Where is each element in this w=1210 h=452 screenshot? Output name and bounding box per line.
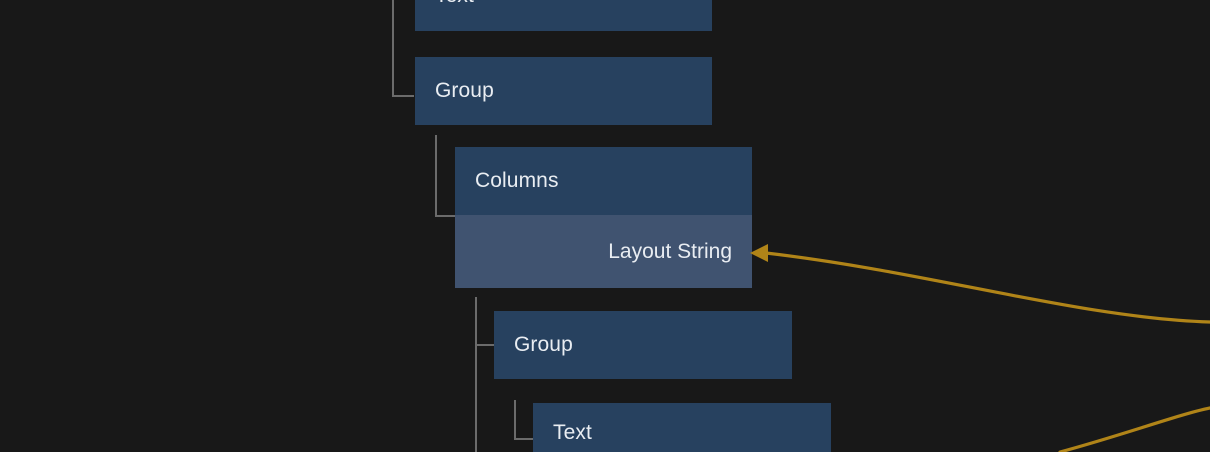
link-curve-layout-string <box>764 251 1210 324</box>
node-text-top[interactable]: Text <box>415 0 712 31</box>
node-group-outer[interactable]: Group <box>415 57 712 125</box>
connector-horizontal-segment <box>514 438 533 440</box>
connector-vertical-segment <box>392 0 394 97</box>
node-title: Text <box>553 421 592 444</box>
node-text-bottom[interactable]: Text <box>533 403 831 452</box>
node-group-inner[interactable]: Group <box>494 311 792 379</box>
connector-horizontal-segment <box>392 95 414 97</box>
link-curve-lower <box>1058 406 1210 452</box>
connector-vertical-segment <box>475 297 477 452</box>
socket-layout-string[interactable]: Layout String <box>455 215 752 288</box>
node-title: Text <box>415 0 712 31</box>
connector-vertical-segment <box>435 135 437 217</box>
connector-vertical-segment <box>514 400 516 440</box>
link-arrowhead-layout-string <box>750 244 768 262</box>
node-title: Group <box>514 333 573 356</box>
node-title: Group <box>435 79 494 102</box>
node-columns[interactable]: Columns Layout String <box>455 147 752 288</box>
connector-branch-segment <box>475 344 494 346</box>
connector-horizontal-segment <box>435 215 455 217</box>
node-title: Columns <box>475 169 559 192</box>
